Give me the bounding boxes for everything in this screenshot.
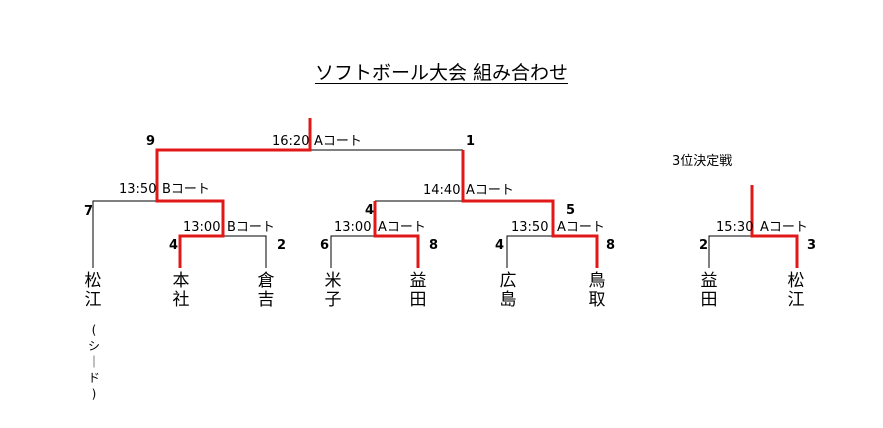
team-third-masuda: 益 田	[698, 272, 720, 310]
bracket-line	[330, 235, 374, 268]
seed-char: )	[91, 387, 97, 401]
team-yonago: 米 子	[322, 272, 344, 310]
team-honsha: 本 社	[170, 272, 192, 310]
team-char: 取	[588, 290, 606, 310]
bracket-line	[506, 235, 553, 268]
team-char: 子	[324, 290, 342, 310]
team-char: 吉	[257, 290, 275, 310]
winner-path	[373, 201, 420, 268]
semi2-court: Aコート	[466, 183, 514, 198]
team-char: 倉	[257, 271, 275, 291]
seed-char: シ	[87, 339, 100, 353]
team-char: 田	[700, 290, 718, 310]
semi2-time: 14:40	[423, 183, 461, 198]
team-char: 広	[499, 271, 517, 291]
team-char: 江	[787, 290, 805, 310]
r1m3-left-score: 4	[495, 238, 505, 253]
semi1-left-score: 7	[84, 204, 94, 219]
semi1-court: Bコート	[162, 182, 210, 197]
winner-path	[750, 185, 799, 268]
final-court: Aコート	[314, 134, 362, 149]
third-place-left-score: 2	[699, 238, 709, 253]
r1m2-time: 13:00	[334, 220, 372, 235]
seed-char: (	[91, 323, 97, 337]
bracket-line	[223, 235, 267, 268]
r1m1-right-score: 2	[277, 238, 287, 253]
bracket-line	[92, 200, 157, 268]
third-place-right-score: 3	[807, 238, 817, 253]
team-hiroshima: 広 島	[497, 272, 519, 310]
team-char: 松	[84, 271, 102, 291]
team-char: 本	[172, 271, 190, 291]
bracket-line	[708, 235, 752, 268]
r1m2-left-score: 6	[320, 238, 330, 253]
team-masuda: 益 田	[407, 272, 429, 310]
final-left-score: 9	[146, 134, 156, 149]
third-place-title: 3位決定戦	[672, 154, 733, 169]
team-matsue: 松 江	[82, 272, 104, 310]
team-char: 益	[409, 271, 427, 291]
r1m3-right-score: 8	[606, 238, 616, 253]
third-place-time: 15:30	[716, 220, 754, 235]
r1m1-time: 13:00	[183, 220, 221, 235]
semi2-left-score: 4	[365, 203, 375, 218]
seed-char: ｜	[87, 355, 100, 369]
r1m3-court: Aコート	[557, 220, 605, 235]
team-third-matsue: 松 江	[785, 272, 807, 310]
team-kurayoshi: 倉 吉	[255, 272, 277, 310]
final-right-score: 1	[466, 134, 476, 149]
third-place-court: Aコート	[760, 220, 808, 235]
semi1-time: 13:50	[119, 182, 157, 197]
winner-path	[461, 150, 599, 268]
seed-char: ド	[87, 371, 100, 385]
team-char: 田	[409, 290, 427, 310]
r1m2-right-score: 8	[429, 238, 439, 253]
team-char: 江	[84, 290, 102, 310]
r1m1-court: Bコート	[227, 220, 275, 235]
final-time: 16:20	[272, 134, 310, 149]
page-title: ソフトボール大会 組み合わせ	[314, 62, 569, 84]
team-tottori: 鳥 取	[586, 272, 608, 310]
winner-path	[155, 118, 312, 268]
seed-note: ( シ ｜ ド )	[86, 322, 102, 402]
team-char: 益	[700, 271, 718, 291]
r1m1-left-score: 4	[169, 238, 179, 253]
r1m3-time: 13:50	[511, 220, 549, 235]
semi2-right-score: 5	[566, 203, 576, 218]
r1m2-court: Aコート	[378, 220, 426, 235]
team-char: 社	[172, 290, 190, 310]
team-char: 島	[499, 290, 517, 310]
team-char: 鳥	[588, 271, 606, 291]
team-char: 松	[787, 271, 805, 291]
team-char: 米	[324, 271, 342, 291]
